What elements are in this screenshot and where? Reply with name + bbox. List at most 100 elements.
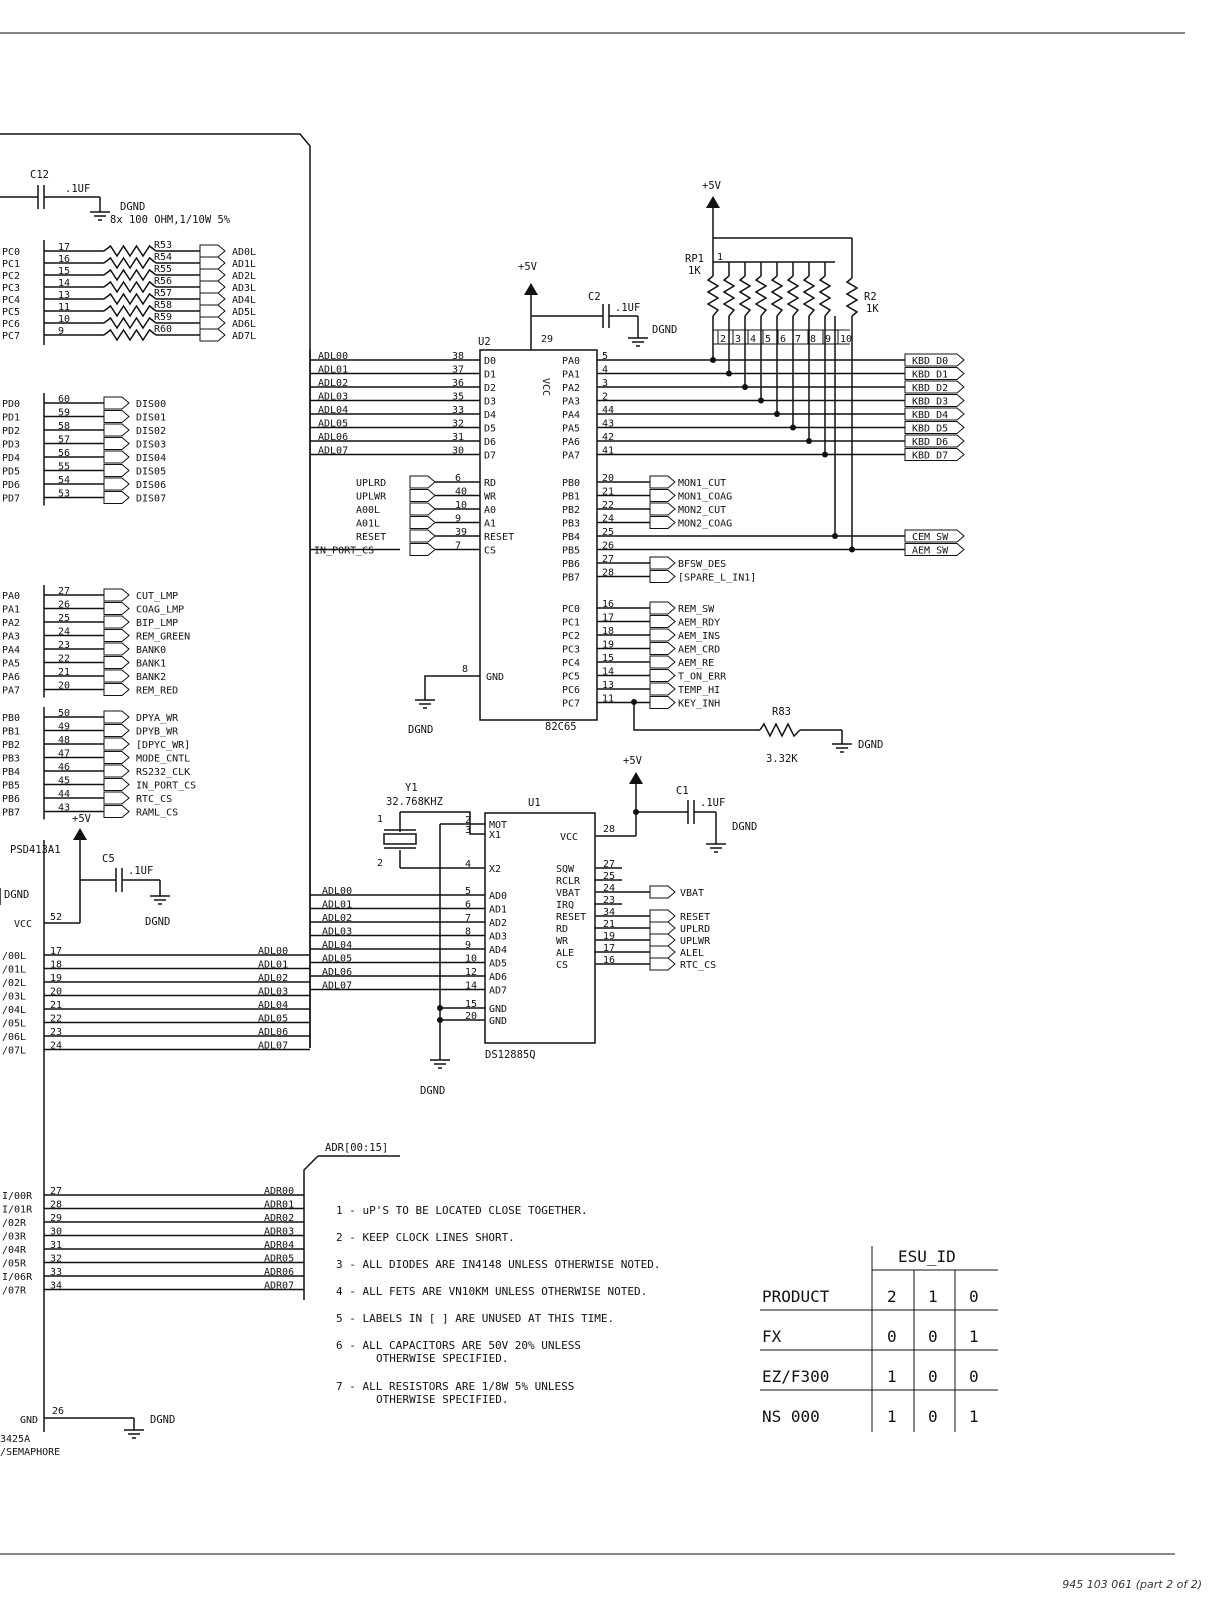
u2-ctrl-net: UPLRD <box>356 478 386 489</box>
u2-pb-name: PB4 <box>562 532 580 543</box>
left-pb-pin-num: 47 <box>58 749 70 760</box>
pc-resistor <box>103 256 157 270</box>
u2-pa-name: PA2 <box>562 383 580 394</box>
u2-pa-pin: 2 <box>602 392 608 403</box>
esu-bit: 1 <box>928 1287 938 1306</box>
u1-ad-pin: 10 <box>465 954 477 965</box>
left-pa-pin-name: PA1 <box>2 605 20 616</box>
left-ad-pin-num: 17 <box>50 946 62 957</box>
left-pa-pin-name: PA5 <box>2 659 20 670</box>
u2-ctrl-flag <box>409 475 436 489</box>
u2-ctrl-pin: 10 <box>455 500 467 511</box>
u2-pc-pin: 11 <box>602 694 614 705</box>
left-adr-pin-name: /04R <box>2 1245 27 1256</box>
left-pb-flag <box>103 751 130 764</box>
u2-pa-name: PA5 <box>562 424 580 435</box>
left-pb-pin-num: 43 <box>58 803 70 814</box>
u1-right-name: SQW <box>556 864 575 875</box>
left-pd-pin-num: 54 <box>58 475 70 486</box>
u2-pc-pin: 13 <box>602 680 614 691</box>
c2-gnd: DGND <box>652 324 677 336</box>
left-pb-flag <box>103 724 130 737</box>
u2-pc-name: PC4 <box>562 658 580 669</box>
esu-row-label: PRODUCT <box>762 1287 830 1306</box>
u1-right-name: VBAT <box>556 888 580 899</box>
u2-pc-flag <box>649 655 676 669</box>
y1-pin2: 2 <box>377 858 383 869</box>
u2-pc-pin: 19 <box>602 640 614 651</box>
left-pd-net-label: DIS06 <box>136 480 166 491</box>
u2-pb-pin: 22 <box>602 500 614 511</box>
u1-ad-pin: 12 <box>465 967 477 978</box>
left-pc-pin-num: 15 <box>58 266 70 277</box>
r83-ref: R83 <box>772 706 791 718</box>
u1-right-pin: 16 <box>603 955 615 966</box>
u1-ad-pin: 5 <box>465 886 471 897</box>
left-ad-net-label: ADL04 <box>258 1000 288 1011</box>
rp1-pin-num: 3 <box>735 334 741 345</box>
u1-ad-net: ADL06 <box>322 967 352 978</box>
u2-ctrl-flag <box>409 502 436 516</box>
u1-ref: U1 <box>528 797 541 809</box>
u2-pb-net: MON1_CUT <box>678 478 726 489</box>
kbd-net-flag <box>904 434 965 448</box>
u1-ad-name: AD3 <box>489 932 507 943</box>
left-ad-pin-num: 18 <box>50 960 62 971</box>
pc-net-label: AD5L <box>232 307 256 318</box>
u1-left-name: MOT <box>489 820 507 831</box>
pc-resistor-ref: R55 <box>154 264 172 275</box>
left-ad-net-label: ADL02 <box>258 973 288 984</box>
u1-plus5: +5V <box>623 755 643 767</box>
left-pa-pin-num: 25 <box>58 613 70 624</box>
left-pc-pin-name: PC6 <box>2 319 20 330</box>
y1-pin1: 1 <box>377 814 383 825</box>
left-ad-pin-name: /01L <box>2 965 26 976</box>
u2-ctrl-flag <box>409 543 436 556</box>
u1-part: DS12885Q <box>485 1049 536 1061</box>
pc-resistor <box>103 280 157 294</box>
u1-ad-pin: 7 <box>465 913 471 924</box>
kbd-net-label: KBD_D1 <box>912 370 948 381</box>
left-pd-flag <box>103 491 130 504</box>
esu-table-header: ESU_ID <box>898 1247 956 1266</box>
u1-right-name: ALE <box>556 948 574 959</box>
pc-resistor-ref: R60 <box>154 324 172 335</box>
u2-ctrl-name: WR <box>484 492 497 503</box>
left-pb-pin-num: 49 <box>58 722 70 733</box>
esu-bit: 0 <box>928 1367 938 1386</box>
left-adr-net-label: ADR07 <box>264 1281 294 1292</box>
left-adr-net-label: ADR00 <box>264 1186 294 1197</box>
c12-gnd: DGND <box>120 201 145 213</box>
u2-pc-flag <box>649 669 676 682</box>
pc-net-flag <box>199 304 226 318</box>
u2-data-pin: 37 <box>452 365 464 376</box>
left-pa-pin-num: 26 <box>58 600 70 611</box>
left-pb-pin-name: PB3 <box>2 754 20 765</box>
u1-ad-net: ADL02 <box>322 913 352 924</box>
kbd-net-label: KBD_D6 <box>912 437 948 448</box>
u2-ctrl-net: A01L <box>356 519 380 530</box>
u2-data-name: D7 <box>484 451 496 462</box>
u2-data-net: ADL03 <box>318 392 348 403</box>
left-pa-pin-name: PA0 <box>2 591 20 602</box>
rp1-pin-num: 10 <box>840 334 852 345</box>
u2-pb-flag <box>904 543 965 556</box>
note-line: 4 - ALL FETS ARE VN10KM UNLESS OTHERWISE… <box>336 1285 647 1298</box>
left-pb-pin-name: PB0 <box>2 713 20 724</box>
left-ad-net-label: ADL01 <box>258 960 288 971</box>
pc-net-label: AD1L <box>232 259 256 270</box>
pc-resistor <box>103 316 157 330</box>
u2-pb-name: PB5 <box>562 546 580 557</box>
u2-data-pin: 33 <box>452 405 464 416</box>
left-pc-pin-num: 14 <box>58 278 70 289</box>
u2-pc-flag <box>649 628 676 642</box>
u2-ctrl-net: IN_PORT_CS <box>314 546 374 557</box>
pc-net-flag <box>199 244 226 258</box>
u2-pc-net: KEY_INH <box>678 699 720 710</box>
left-pd-flag <box>103 423 130 437</box>
u2-ctrl-net: UPLWR <box>356 492 387 503</box>
